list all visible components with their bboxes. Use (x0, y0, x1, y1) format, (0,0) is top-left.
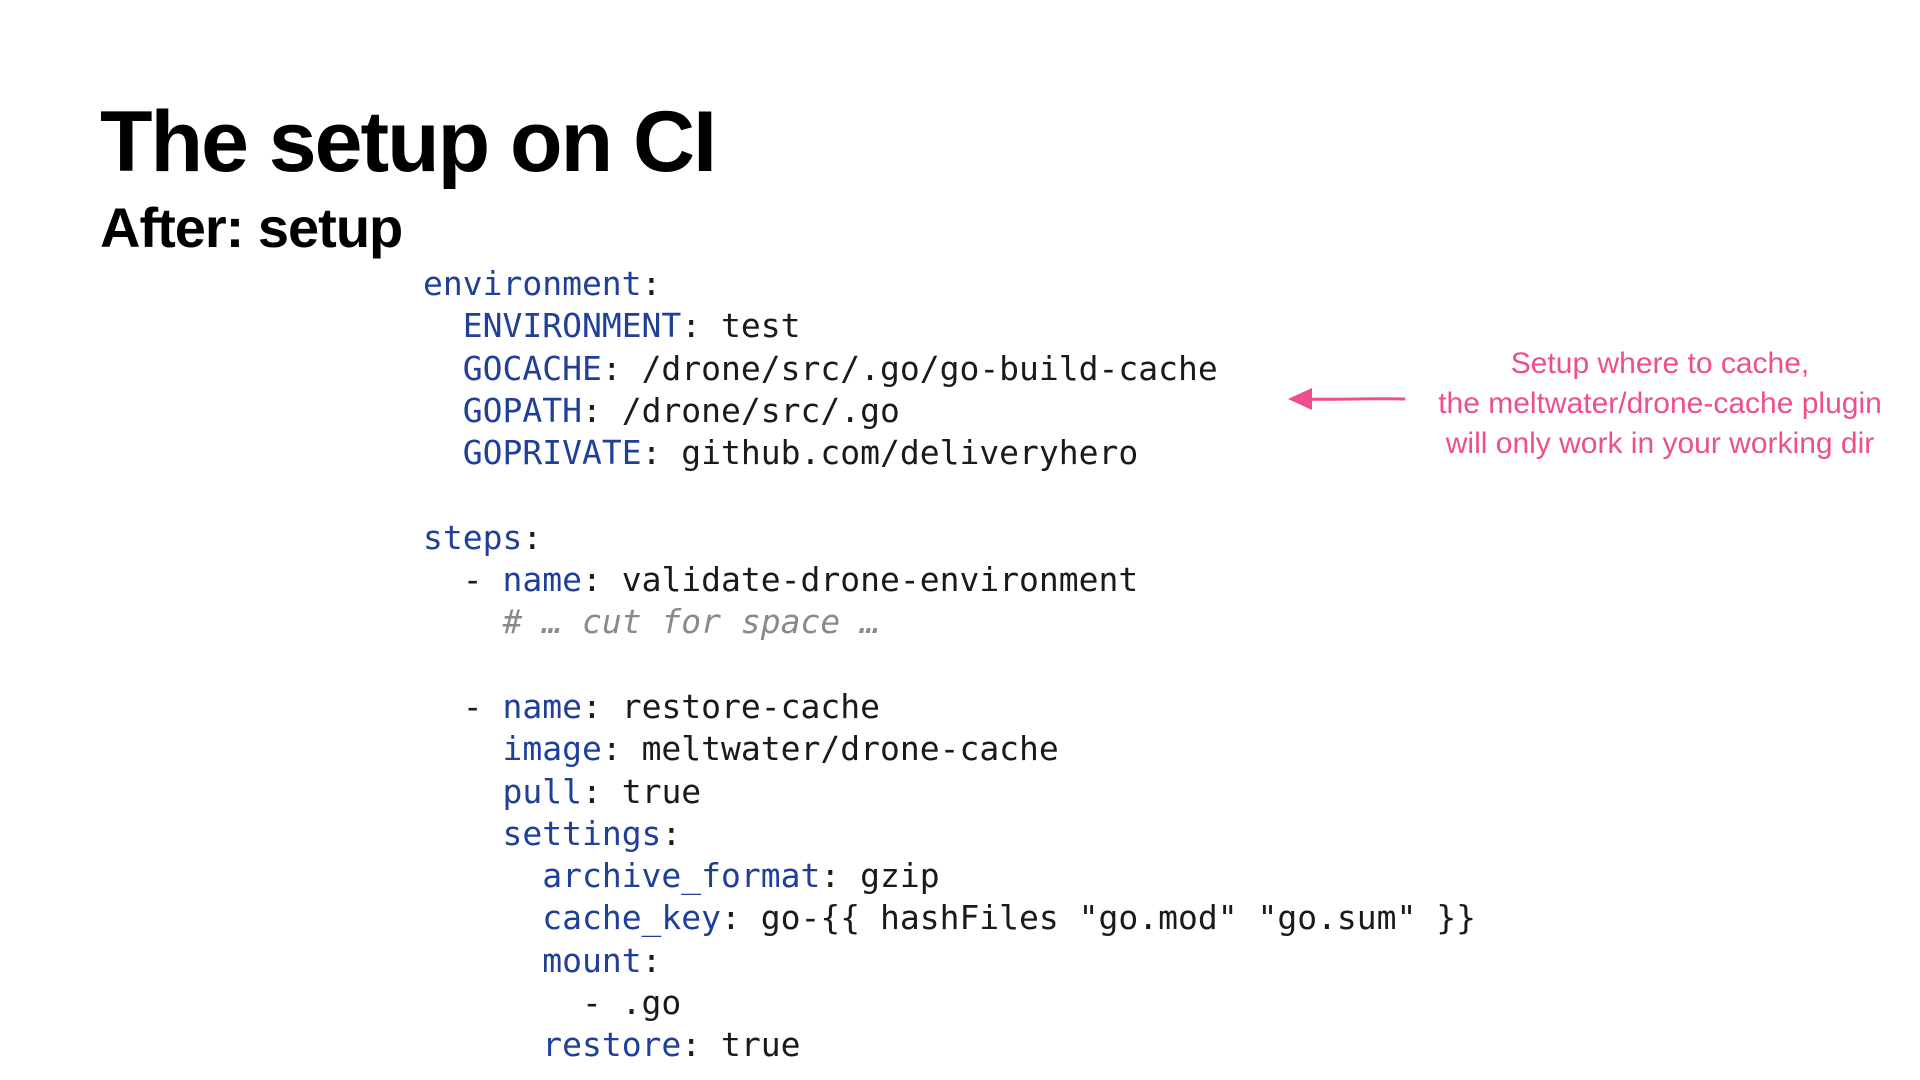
code-text (423, 391, 463, 430)
annotation-line: the meltwater/drone-cache plugin (1438, 387, 1882, 420)
code-line: steps: (423, 517, 1476, 559)
code-line: # … cut for space … (423, 601, 1476, 643)
code-line: - name: restore-cache (423, 686, 1476, 728)
code-line: ENVIRONMENT: test (423, 305, 1476, 347)
code-key: name (502, 560, 582, 600)
code-text: : (641, 264, 662, 303)
code-line: mount: (423, 940, 1476, 982)
code-key: cache_key (542, 898, 722, 938)
code-text (423, 306, 463, 345)
code-text: : true (581, 771, 702, 811)
code-text (423, 433, 463, 472)
slide-title: The setup on CI (100, 94, 717, 190)
code-key: pull (502, 771, 582, 811)
code-key: name (502, 686, 582, 726)
code-text: - (423, 560, 503, 600)
code-text: : (522, 517, 543, 557)
code-text (423, 814, 502, 853)
code-text: : /drone/src/.go (581, 390, 900, 430)
code-text (423, 772, 502, 811)
code-key: archive_format (542, 856, 821, 896)
code-comment: # … cut for space … (502, 602, 880, 642)
code-key: restore (542, 1025, 682, 1065)
code-line: GOPRIVATE: github.com/deliveryhero (423, 432, 1476, 474)
code-text: : github.com/deliveryhero (641, 433, 1139, 473)
code-text: : meltwater/drone-cache (601, 729, 1059, 769)
code-text: - (423, 686, 503, 726)
code-text: : validate-drone-environment (581, 560, 1139, 600)
code-line: - name: validate-drone-environment (423, 559, 1476, 601)
annotation-line: Setup where to cache, (1510, 347, 1810, 380)
code-text (423, 898, 542, 937)
code-key: mount (542, 940, 642, 980)
code-key: ENVIRONMENT (462, 306, 682, 346)
code-text: : go-{{ hashFiles "go.mod" "go.sum" }} (721, 898, 1477, 938)
code-line: settings: (423, 813, 1476, 855)
code-line: restore: true (423, 1024, 1476, 1066)
code-line: GOPATH: /drone/src/.go (423, 390, 1476, 432)
code-text: : true (681, 1025, 801, 1065)
yaml-code-block: environment: ENVIRONMENT: test GOCACHE: … (423, 263, 1476, 1067)
code-line: pull: true (423, 771, 1476, 813)
subtitle-label: After: (100, 196, 244, 259)
code-line: archive_format: gzip (423, 855, 1476, 897)
code-text: : test (681, 306, 801, 346)
slide-subtitle: After: setup (100, 196, 403, 260)
annotation-line: will only work in your working dir (1445, 427, 1875, 460)
code-line: GOCACHE: /drone/src/.go/go-build-cache (423, 348, 1476, 390)
code-line: image: meltwater/drone-cache (423, 728, 1476, 770)
code-key: GOPATH (462, 390, 582, 430)
code-text (423, 349, 463, 388)
code-line (423, 644, 1476, 686)
code-text: : (641, 940, 662, 980)
code-text (423, 1025, 542, 1064)
code-text: : /drone/src/.go/go-build-cache (601, 348, 1218, 388)
code-text: - .go (423, 983, 682, 1023)
code-text (423, 729, 502, 768)
code-key: GOCACHE (462, 348, 602, 388)
code-text (423, 856, 542, 895)
left-arrow-icon (1288, 388, 1406, 410)
code-text: : (661, 813, 682, 853)
subtitle-text: setup (243, 196, 403, 259)
code-key: image (502, 729, 602, 769)
code-line: - .go (423, 982, 1476, 1024)
code-text (423, 602, 502, 641)
code-text (423, 941, 542, 980)
code-text: : restore-cache (581, 686, 880, 726)
code-key: GOPRIVATE (462, 433, 642, 473)
code-key: environment (423, 264, 642, 303)
code-text: : gzip (820, 856, 940, 896)
code-line (423, 474, 1476, 516)
code-key: steps (423, 517, 523, 557)
code-line: cache_key: go-{{ hashFiles "go.mod" "go.… (423, 897, 1476, 939)
annotation-note: Setup where to cache, the meltwater/dron… (1400, 344, 1920, 464)
code-line: environment: (423, 263, 1476, 305)
code-key: settings (502, 813, 662, 853)
